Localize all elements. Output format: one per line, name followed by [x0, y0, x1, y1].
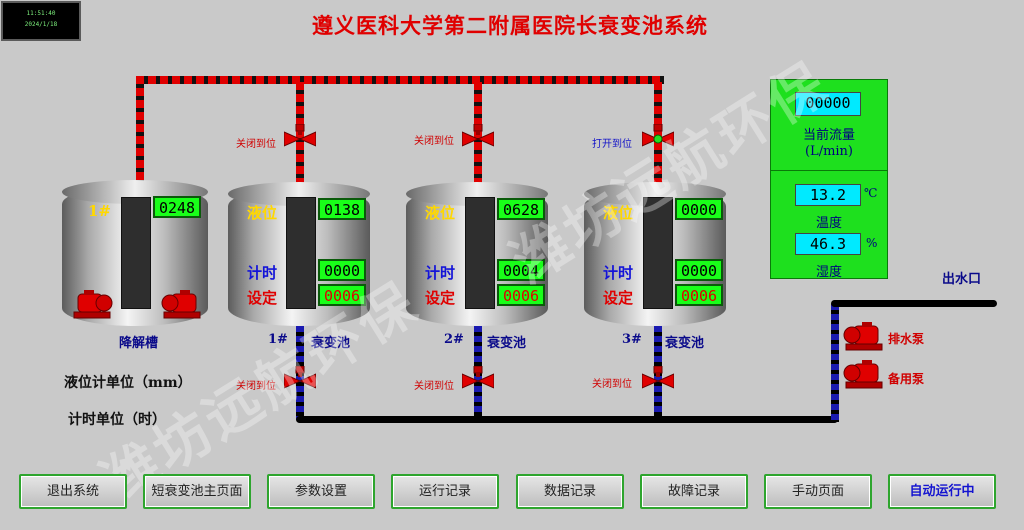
tank-2-timer-label: 计时: [425, 264, 456, 282]
flow-value: 00000: [795, 92, 861, 116]
temperature-label: 温度: [815, 216, 842, 231]
top-pipe-drop-degrade: [136, 76, 144, 186]
timer-unit-note: 计时单位（时）: [68, 412, 166, 428]
pump-icon-degrade-left: [73, 290, 113, 319]
operation-log-button[interactable]: 运行记录: [391, 474, 499, 509]
tank-3-number: 3#: [622, 332, 642, 347]
tank-3-timer-label: 计时: [603, 264, 634, 282]
tank-1-level-label: 液位: [247, 204, 278, 222]
tank-2-name: 衰变池: [487, 336, 527, 351]
pump-icon-degrade-right: [161, 290, 201, 319]
exit-system-button[interactable]: 退出系统: [19, 474, 127, 509]
tank-3-level-value: 0000: [675, 198, 723, 220]
parameter-settings-button[interactable]: 参数设置: [267, 474, 375, 509]
tank-1-level-gauge: [286, 197, 316, 309]
tank-3-level-gauge: [643, 197, 673, 309]
tank-2-set-value[interactable]: 0006: [497, 284, 545, 306]
panel-divider: [770, 170, 888, 171]
valve-status-top-1: 关闭到位: [236, 139, 276, 150]
drain-pump-label: 排水泵: [888, 332, 925, 346]
degrade-level-gauge: [121, 197, 151, 309]
tank-1-name: 衰变池: [311, 336, 351, 351]
clock-display: 11:51:40 2024/1/18: [1, 1, 81, 41]
humidity-label: 湿度: [815, 265, 842, 280]
degrade-tank-name: 降解槽: [119, 336, 159, 351]
tank-2-level-gauge: [465, 197, 495, 309]
tank-3-set-label: 设定: [603, 289, 634, 307]
temperature-value: 13.2: [795, 184, 861, 206]
level-unit-note: 液位计单位（mm）: [64, 375, 192, 391]
valve-icon-bottom-1[interactable]: [284, 366, 316, 396]
tank-1-timer-value: 0000: [318, 259, 366, 281]
valve-status-bottom-2: 关闭到位: [414, 381, 454, 392]
tank-1-timer-label: 计时: [247, 264, 278, 282]
valve-icon-bottom-2[interactable]: [462, 366, 494, 396]
valve-icon-top-3[interactable]: [642, 124, 674, 154]
valve-icon-bottom-3[interactable]: [642, 366, 674, 396]
tank-3-name: 衰变池: [665, 336, 705, 351]
data-log-button[interactable]: 数据记录: [516, 474, 624, 509]
decay-main-page-button[interactable]: 短衰变池主页面: [143, 474, 251, 509]
bottom-pipe-main: [296, 416, 838, 423]
tank-1-number: 1#: [268, 332, 288, 347]
valve-status-top-2: 关闭到位: [414, 136, 454, 147]
fault-log-button[interactable]: 故障记录: [640, 474, 748, 509]
valve-icon-top-1[interactable]: [284, 124, 316, 154]
page-title: 遵义医科大学第二附属医院长衰变池系统: [312, 13, 708, 38]
outlet-pipe-horizontal: [831, 300, 997, 307]
humidity-value: 46.3: [795, 233, 861, 255]
drain-pump-icon[interactable]: [842, 320, 884, 354]
tank-2-timer-value: 0004: [497, 259, 545, 281]
flow-unit: (L/min): [804, 144, 853, 159]
clock-date: 2024/1/18: [24, 21, 58, 28]
tank-2-level-label: 液位: [425, 204, 456, 222]
valve-status-bottom-1: 关闭到位: [236, 381, 276, 392]
valve-status-bottom-3: 关闭到位: [592, 379, 632, 390]
backup-pump-icon[interactable]: [842, 358, 884, 392]
humidity-unit: %: [866, 236, 878, 250]
tank-1-set-label: 设定: [247, 289, 278, 307]
degrade-level-value: 0248: [153, 196, 201, 218]
outlet-pipe-vertical: [831, 304, 839, 422]
valve-icon-top-2[interactable]: [462, 124, 494, 154]
outlet-label: 出水口: [942, 272, 982, 287]
temperature-unit: ℃: [864, 186, 878, 200]
valve-status-top-3: 打开到位: [592, 139, 632, 150]
tank-2-level-value: 0628: [497, 198, 545, 220]
top-pipe-main: [136, 76, 664, 84]
tank-3-timer-value: 0000: [675, 259, 723, 281]
tank-3-set-value[interactable]: 0006: [675, 284, 723, 306]
degrade-tank-number: 1#: [88, 202, 112, 220]
tank-2-number: 2#: [444, 332, 464, 347]
tank-3-level-label: 液位: [603, 204, 634, 222]
tank-2-set-label: 设定: [425, 289, 456, 307]
manual-page-button[interactable]: 手动页面: [764, 474, 872, 509]
tank-1-level-value: 0138: [318, 198, 366, 220]
flow-label: 当前流量: [802, 128, 855, 143]
clock-time: 11:51:40: [26, 10, 56, 17]
tank-1-set-value[interactable]: 0006: [318, 284, 366, 306]
backup-pump-label: 备用泵: [888, 372, 925, 386]
auto-running-button[interactable]: 自动运行中: [888, 474, 996, 509]
